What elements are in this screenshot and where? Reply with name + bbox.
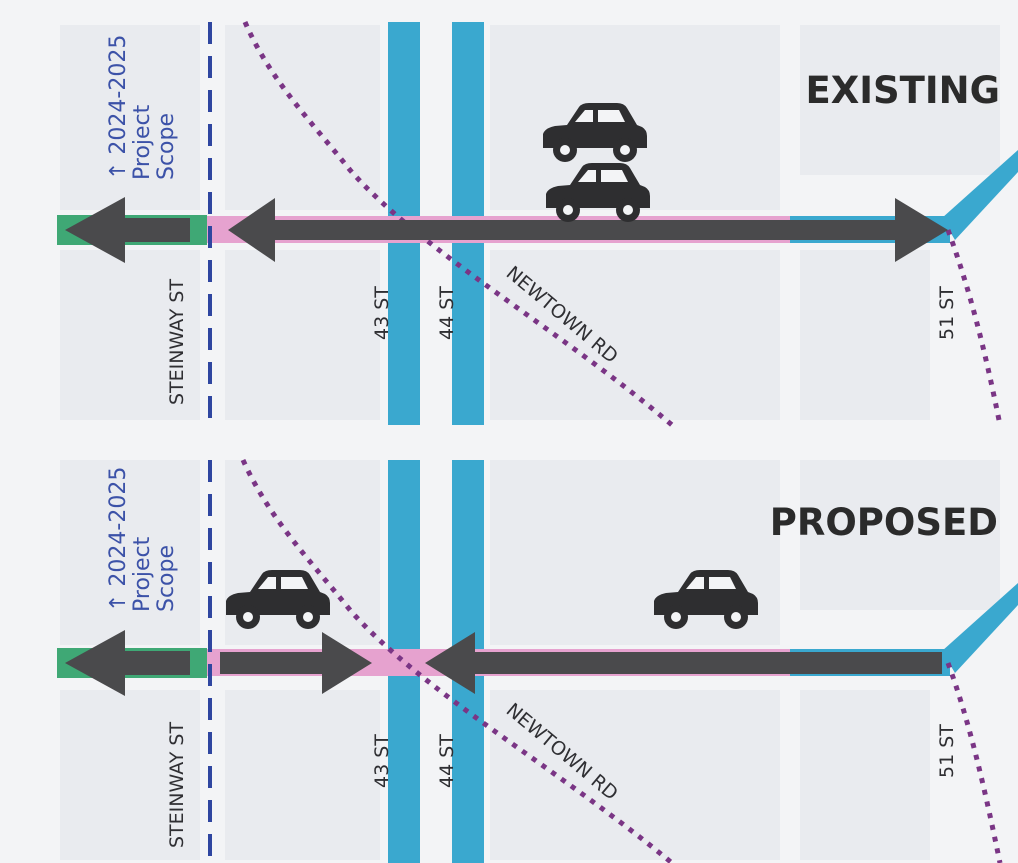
st-51-label: 51 ST xyxy=(936,286,958,340)
st-44-label: 44 ST xyxy=(436,286,458,340)
two-way-arrow xyxy=(228,198,948,262)
diagonal-blue-road xyxy=(942,583,1018,673)
st-51-label: 51 ST xyxy=(936,724,958,778)
st-43-label: 43 ST xyxy=(371,286,393,340)
existing-panel: EXISTING ↑ 2024-2025 Project Scope STEIN… xyxy=(57,21,1018,427)
existing-title: EXISTING xyxy=(805,69,1000,112)
westbound-arrow xyxy=(425,632,942,694)
steinway-st-label: STEINWAY ST xyxy=(166,722,188,848)
project-scope-label: ↑ 2024-2025 Project Scope xyxy=(106,460,179,612)
steinway-st-label: STEINWAY ST xyxy=(166,279,188,405)
diagonal-blue-road xyxy=(942,150,1018,240)
dotted-path-51-st xyxy=(945,229,1003,426)
project-scope-label: ↑ 2024-2025 Project Scope xyxy=(106,28,179,180)
eastbound-arrow xyxy=(220,632,372,694)
st-44-label: 44 ST xyxy=(436,734,458,788)
proposed-panel: PROPOSED ↑ 2024-2025 Project Scope STEIN… xyxy=(57,458,1018,863)
st-43-label: 43 ST xyxy=(371,734,393,788)
green-segment-arrow xyxy=(65,197,190,263)
newtown-rd-path xyxy=(240,458,674,863)
green-segment-arrow xyxy=(65,630,190,696)
dotted-path-51-st xyxy=(945,662,1003,863)
proposed-title: PROPOSED xyxy=(770,501,998,544)
